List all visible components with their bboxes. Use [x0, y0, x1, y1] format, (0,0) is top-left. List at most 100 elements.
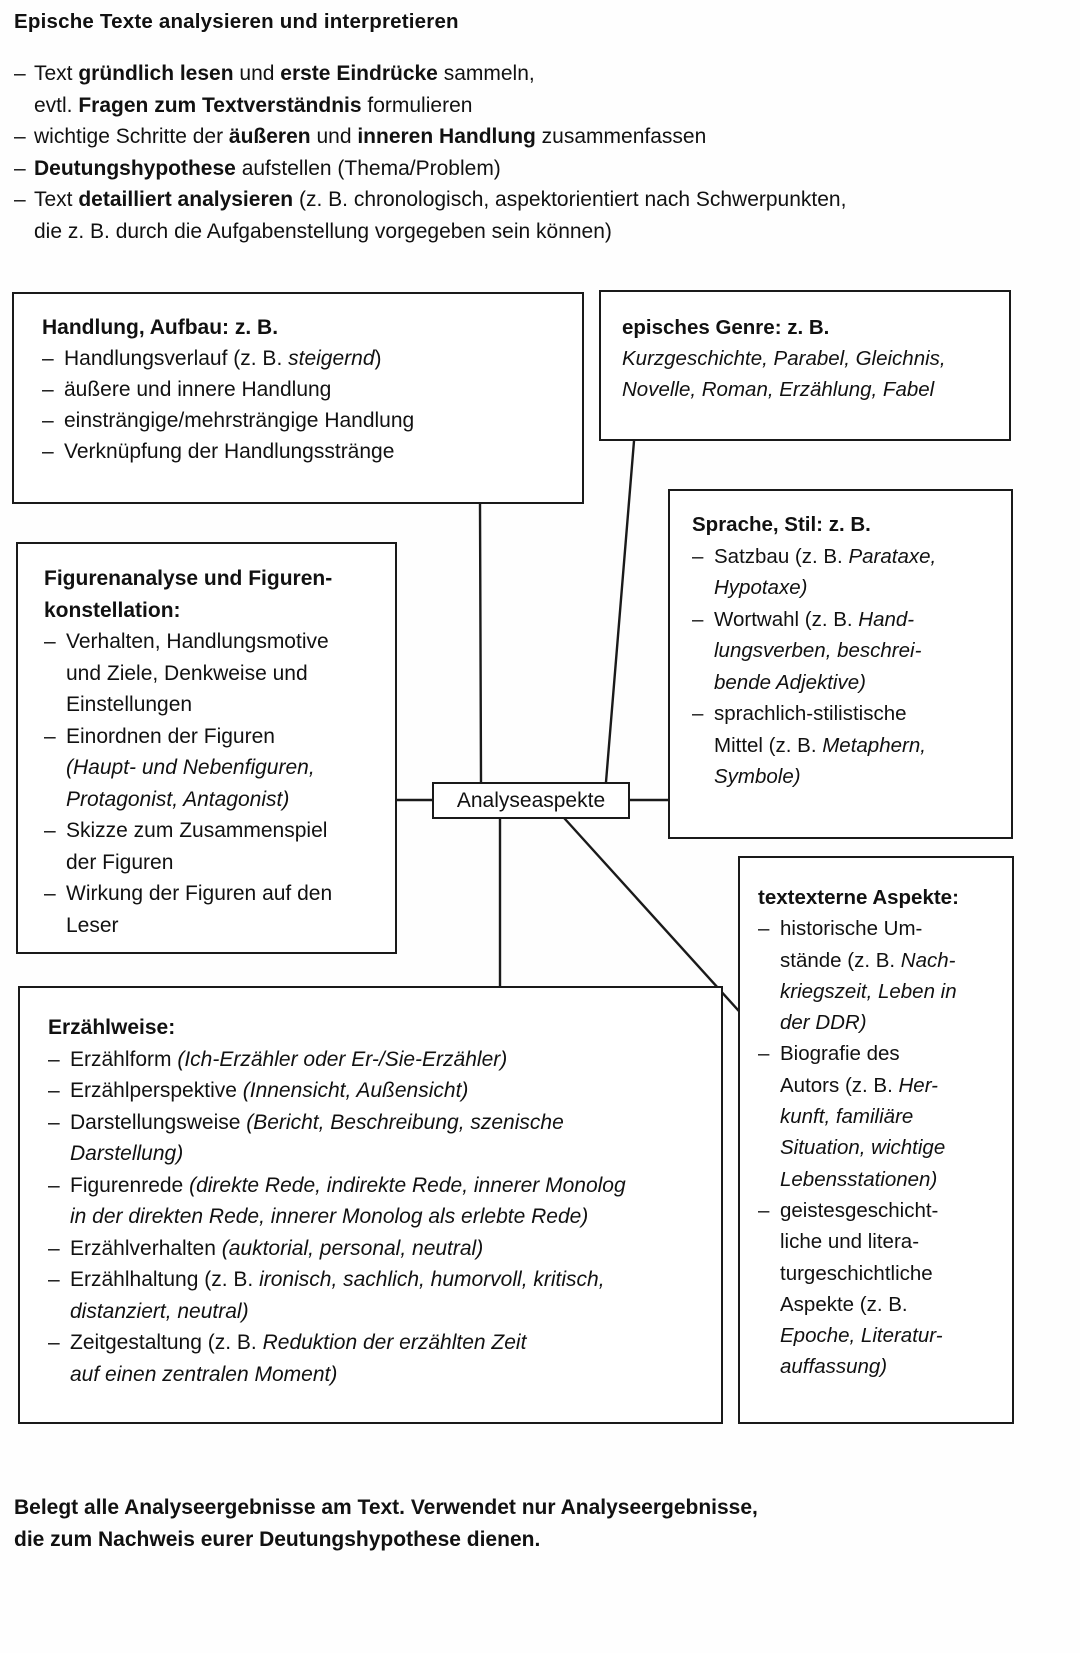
box-sprache-title: Sprache, Stil: z. B. — [692, 513, 871, 536]
wire-center-to-textextern — [563, 817, 740, 1012]
box-handlung-list: –Handlungsverlauf (z. B. steigernd)–äuße… — [42, 343, 572, 467]
bullet-dash-icon: – — [758, 1042, 770, 1066]
bullet-dash-icon: – — [14, 188, 26, 211]
bullet-dash-icon: – — [14, 156, 26, 180]
bullet-dash-icon: – — [44, 819, 56, 842]
box-episches-genre: episches Genre: z. B. Kurzgeschichte, Pa… — [599, 290, 1011, 441]
list-item: –Erzählperspektive (Innensicht, Außensic… — [48, 1075, 713, 1107]
list-item: Einstellungen — [66, 693, 193, 716]
list-item: (Haupt- und Nebenfiguren, — [66, 756, 315, 779]
bullet-dash-icon: – — [48, 1236, 60, 1260]
bullet-dash-icon: – — [48, 1268, 60, 1291]
box-genre-title: episches Genre: z. B. — [622, 316, 830, 339]
list-item: –Wortwahl (z. B. Hand- — [692, 604, 1005, 636]
list-item: –geistesgeschicht- — [758, 1195, 1008, 1226]
bullet-dash-icon: – — [44, 630, 56, 653]
bullet-dash-icon: – — [48, 1173, 60, 1197]
list-item: auffassung) — [780, 1355, 888, 1379]
wire-genre-to-center — [604, 439, 636, 784]
box-text-line: Kurzgeschichte, Parabel, Gleichnis, — [622, 347, 946, 370]
list-item: –Erzählform (Ich-Erzähler oder Er-/Sie-E… — [48, 1044, 713, 1076]
list-item: und Ziele, Denkweise und — [66, 661, 308, 685]
list-item: auf einen zentralen Moment) — [70, 1362, 338, 1386]
list-item: kunft, familiäre — [780, 1105, 914, 1129]
box-erzaehl-list: –Erzählform (Ich-Erzähler oder Er-/Sie-E… — [48, 1044, 713, 1391]
list-item: –Erzählverhalten (auktorial, personal, n… — [48, 1233, 713, 1265]
bullet-dash-icon: – — [692, 544, 704, 568]
bullet-dash-icon: – — [42, 409, 54, 432]
bullet-dash-icon: – — [48, 1047, 60, 1071]
list-item: Protagonist, Antagonist) — [66, 787, 290, 811]
list-item: –Erzählhaltung (z. B. ironisch, sachlich… — [48, 1264, 713, 1296]
bullet-dash-icon: – — [48, 1079, 60, 1102]
list-item: –historische Um- — [758, 913, 1008, 944]
box-sprache-list: –Satzbau (z. B. Parataxe, Hypotaxe) –Wortw… — [692, 541, 1005, 793]
list-item: –Verhalten, Handlungsmotive — [44, 626, 389, 658]
intro-list-item-continuation: die z. B. durch die Aufgabenstellung vor… — [34, 219, 612, 243]
intro-list-item: –Text detailliert analysieren (z. B. chr… — [14, 184, 1064, 216]
bullet-dash-icon: – — [14, 62, 26, 85]
bullet-dash-icon: – — [48, 1331, 60, 1354]
footer-line: Belegt alle Analyseergebnisse am Text. V… — [14, 1496, 758, 1519]
list-item: Leser — [66, 913, 119, 937]
list-item: –Einordnen der Figuren — [44, 721, 389, 753]
list-item: –Zeitgestaltung (z. B. Reduktion der erz… — [48, 1327, 713, 1359]
list-item: –einsträngige/mehrsträngige Handlung — [42, 405, 572, 436]
footer-line: die zum Nachweis eurer Deutungshypothese… — [14, 1528, 541, 1551]
wire-handlung-to-center — [478, 502, 483, 784]
bullet-dash-icon: – — [42, 378, 54, 401]
list-item: Hypotaxe) — [714, 576, 808, 599]
list-item: lungsverben, beschrei- — [714, 639, 922, 662]
list-item: Situation, wichtige — [780, 1136, 946, 1160]
bullet-dash-icon: – — [758, 1198, 770, 1222]
intro-list-item-continuation: evtl. Fragen zum Textverständnis formuli… — [34, 93, 473, 117]
bullet-dash-icon: – — [44, 882, 56, 905]
list-item: –Verknüpfung der Handlungsstränge — [42, 436, 572, 467]
intro-list-item: –Deutungshypothese aufstellen (Thema/Pro… — [14, 153, 1064, 185]
list-item: Mittel (z. B. Metaphern, — [714, 733, 926, 757]
list-item: in der direkten Rede, innerer Monolog al… — [70, 1205, 589, 1228]
box-figuren-title: Figurenanalyse und Figuren- — [44, 567, 333, 590]
list-item: stände (z. B. Nach- — [780, 948, 956, 972]
list-item: –Handlungsverlauf (z. B. steigernd) — [42, 343, 572, 374]
list-item: kriegszeit, Leben in — [780, 979, 957, 1003]
bullet-dash-icon: – — [692, 607, 704, 631]
central-node-analyseaspekte: Analyseaspekte — [432, 782, 630, 819]
page-title: Epische Texte analysieren und interpreti… — [14, 10, 459, 33]
list-item: –Biografie des — [758, 1038, 1008, 1069]
footer-note: Belegt alle Analyseergebnisse am Text. V… — [14, 1492, 1054, 1556]
list-item: Aspekte (z. B. — [780, 1292, 908, 1316]
list-item: –Satzbau (z. B. Parataxe, — [692, 541, 1005, 573]
box-figurenanalyse: Figurenanalyse und Figuren- konstellatio… — [16, 542, 397, 954]
box-textextern-list: –historische Um-stände (z. B. Nach-krieg… — [758, 913, 1008, 1382]
list-item: liche und litera- — [780, 1230, 920, 1254]
box-figuren-list: –Verhalten, Handlungsmotive und Ziele, De… — [44, 626, 389, 941]
central-node-label: Analyseaspekte — [456, 788, 606, 812]
box-figuren-title-line2: konstellation: — [44, 598, 181, 622]
list-item: –äußere und innere Handlung — [42, 374, 572, 405]
box-handlung-aufbau: Handlung, Aufbau: z. B. –Handlungsverlau… — [12, 292, 584, 504]
bullet-dash-icon: – — [758, 917, 770, 941]
box-handlung-title: Handlung, Aufbau: z. B. — [42, 316, 279, 339]
list-item: Symbole) — [714, 765, 801, 788]
list-item: –Skizze zum Zusammenspiel — [44, 815, 389, 847]
bullet-dash-icon: – — [692, 702, 704, 725]
bullet-dash-icon: – — [42, 347, 54, 370]
list-item: bende Adjektive) — [714, 670, 866, 694]
list-item: der DDR) — [780, 1011, 867, 1035]
list-item: –sprachlich-stilistische — [692, 698, 1005, 730]
box-erzaehl-title: Erzählweise: — [48, 1016, 176, 1039]
box-textexterne-aspekte: textexterne Aspekte: –historische Um-stä… — [738, 856, 1014, 1424]
box-textextern-title: textexterne Aspekte: — [758, 886, 959, 909]
list-item: distanziert, neutral) — [70, 1299, 249, 1323]
intro-list: –Text gründlich lesen und erste Eindrück… — [14, 58, 1064, 247]
list-item: Epoche, Literatur- — [780, 1324, 943, 1348]
bullet-dash-icon: – — [48, 1110, 60, 1134]
box-genre-lines: Kurzgeschichte, Parabel, Gleichnis,Novel… — [622, 343, 1001, 405]
bullet-dash-icon: – — [42, 440, 54, 463]
list-item: Autors (z. B. Her- — [780, 1073, 938, 1097]
list-item: Darstellung) — [70, 1142, 184, 1165]
intro-list-item: –wichtige Schritte der äußeren und inner… — [14, 121, 1064, 153]
list-item: turgeschichtliche — [780, 1261, 933, 1285]
